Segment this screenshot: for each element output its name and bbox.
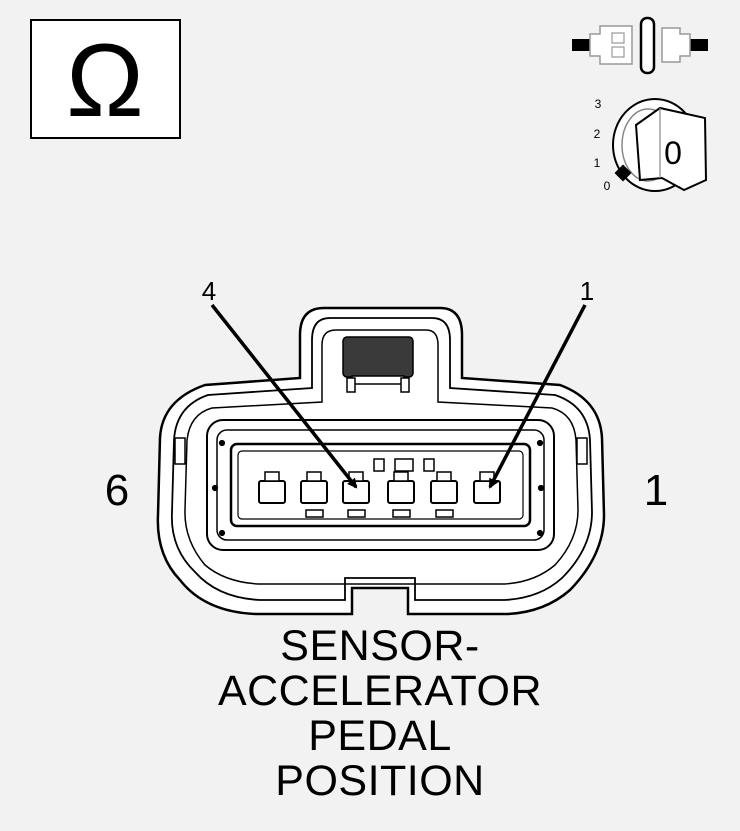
ignition-position-1: 1 bbox=[594, 156, 601, 170]
callout-label-1: 1 bbox=[580, 276, 594, 306]
ignition-key-label: 0 bbox=[664, 135, 682, 171]
disconnected-connector-icon bbox=[572, 16, 708, 75]
cavity-2 bbox=[430, 471, 458, 504]
caption-line-2: ACCELERATOR bbox=[217, 667, 543, 715]
connector-latch bbox=[342, 336, 414, 393]
callout-pin-1: 1 bbox=[488, 276, 594, 489]
ignition-position-2: 2 bbox=[594, 127, 601, 141]
ignition-position-3: 3 bbox=[595, 97, 602, 111]
callout-pin-4: 4 bbox=[202, 276, 358, 489]
cavity-3 bbox=[387, 471, 415, 504]
cavity-6 bbox=[258, 471, 286, 504]
pin-cavities bbox=[258, 458, 501, 518]
ignition-key-icon: 3 2 1 0 0 bbox=[594, 97, 708, 193]
callout-label-4: 4 bbox=[202, 276, 216, 306]
connector-caption: SENSOR- ACCELERATOR PEDAL POSITION bbox=[150, 624, 610, 804]
caption-line-3: PEDAL bbox=[308, 712, 452, 760]
side-label-left: 6 bbox=[105, 466, 129, 515]
ohm-symbol: Ω bbox=[66, 23, 144, 139]
cavity-5 bbox=[300, 471, 328, 504]
side-label-right: 1 bbox=[644, 466, 668, 515]
caption-line-4: POSITION bbox=[275, 757, 485, 805]
ohmmeter-icon: Ω bbox=[30, 19, 181, 139]
ignition-position-0: 0 bbox=[604, 179, 611, 193]
caption-line-1: SENSOR- bbox=[280, 622, 480, 670]
